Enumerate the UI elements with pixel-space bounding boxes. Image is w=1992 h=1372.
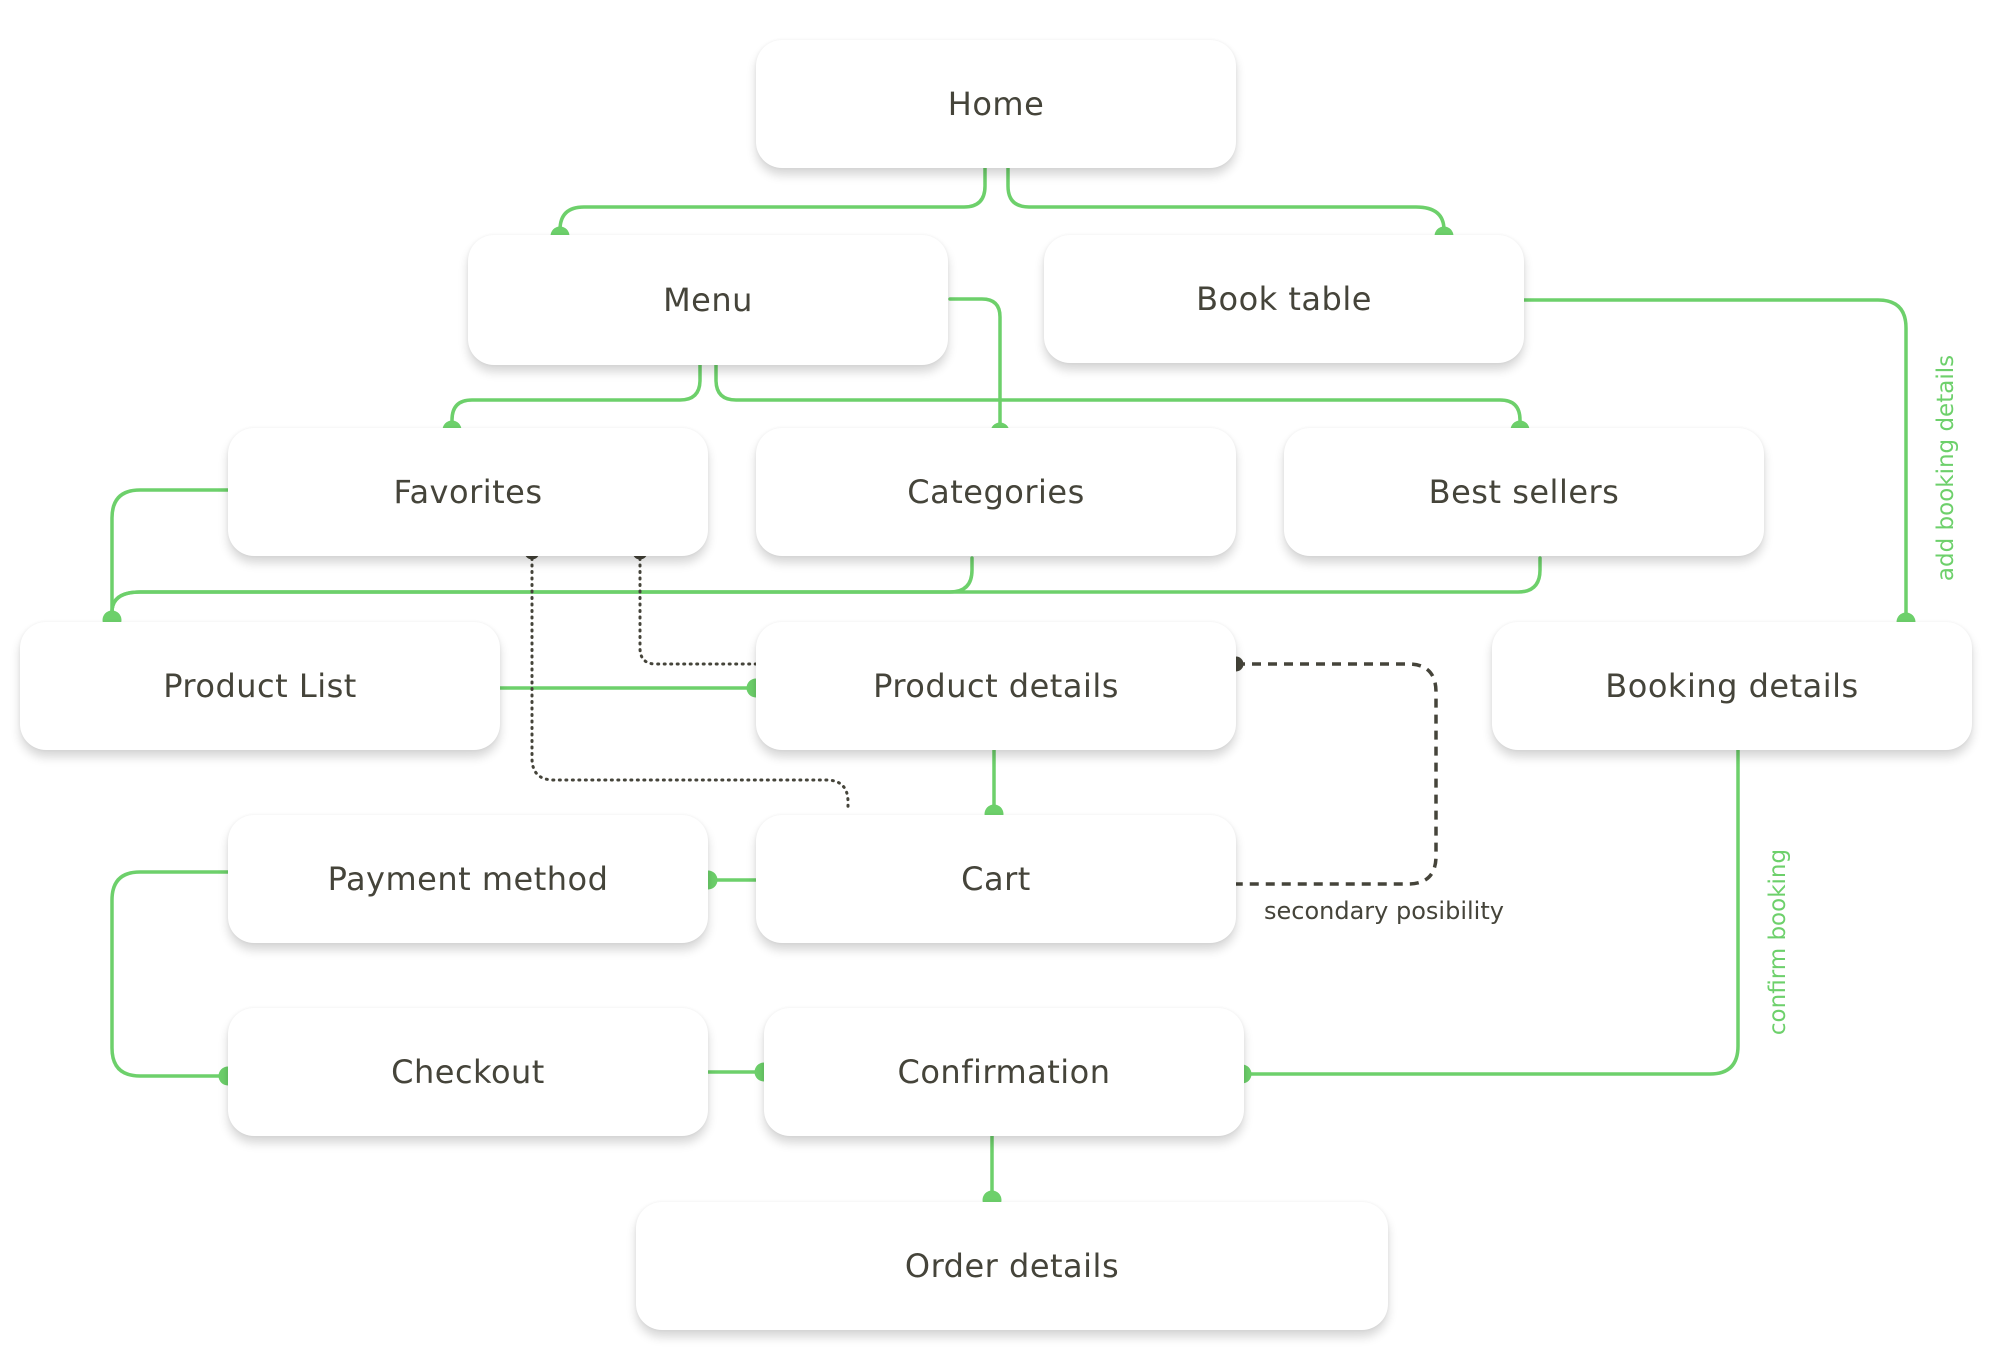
node-categories-label: Categories xyxy=(907,473,1085,511)
node-product-list: Product List xyxy=(20,622,500,750)
node-checkout-label: Checkout xyxy=(391,1053,545,1091)
node-best-sellers: Best sellers xyxy=(1284,428,1764,556)
node-categories: Categories xyxy=(756,428,1236,556)
connector-favorites-product-list xyxy=(110,488,230,622)
connector-book-table-booking-details xyxy=(1522,298,1908,624)
connector-menu-categories xyxy=(948,297,1002,434)
dotted-favorites-product-details xyxy=(638,550,758,666)
node-product-details-label: Product details xyxy=(873,667,1119,705)
node-favorites: Favorites xyxy=(228,428,708,556)
node-book-table-label: Book table xyxy=(1196,280,1372,318)
node-order-details: Order details xyxy=(636,1202,1388,1330)
node-booking-details-label: Booking details xyxy=(1605,667,1859,705)
node-confirmation: Confirmation xyxy=(764,1008,1244,1136)
node-book-table: Book table xyxy=(1044,235,1524,363)
node-menu-label: Menu xyxy=(663,281,753,319)
connector-payment-checkout xyxy=(110,870,230,1078)
node-home-label: Home xyxy=(947,85,1045,123)
node-payment-method: Payment method xyxy=(228,815,708,943)
connector-categories-product-list xyxy=(110,556,974,622)
connector-home-menu xyxy=(558,166,987,238)
node-checkout: Checkout xyxy=(228,1008,708,1136)
connector-menu-best-sellers xyxy=(714,363,1522,432)
dashed-cart-product-details xyxy=(1236,662,1438,886)
dotted-favorites-cart xyxy=(530,550,850,812)
connector-menu-favorites xyxy=(450,363,702,432)
node-home: Home xyxy=(756,40,1236,168)
node-product-details: Product details xyxy=(756,622,1236,750)
connector-home-book-table xyxy=(1006,166,1446,238)
node-payment-method-label: Payment method xyxy=(327,860,609,898)
node-menu: Menu xyxy=(468,235,948,365)
node-confirmation-label: Confirmation xyxy=(897,1053,1111,1091)
connector-booking-details-confirmation xyxy=(1240,746,1740,1076)
annotation-confirm-booking: confirm booking xyxy=(1765,848,1791,1036)
node-product-list-label: Product List xyxy=(163,667,357,705)
node-booking-details: Booking details xyxy=(1492,622,1972,750)
node-cart-label: Cart xyxy=(961,860,1031,898)
node-cart: Cart xyxy=(756,815,1236,943)
annotation-secondary-posibility: secondary posibility xyxy=(1264,897,1504,925)
node-best-sellers-label: Best sellers xyxy=(1428,473,1620,511)
annotation-add-booking-details: add booking details xyxy=(1933,354,1959,582)
node-favorites-label: Favorites xyxy=(393,473,543,511)
node-order-details-label: Order details xyxy=(904,1247,1120,1285)
connector-best-sellers-product-list xyxy=(110,556,1542,622)
